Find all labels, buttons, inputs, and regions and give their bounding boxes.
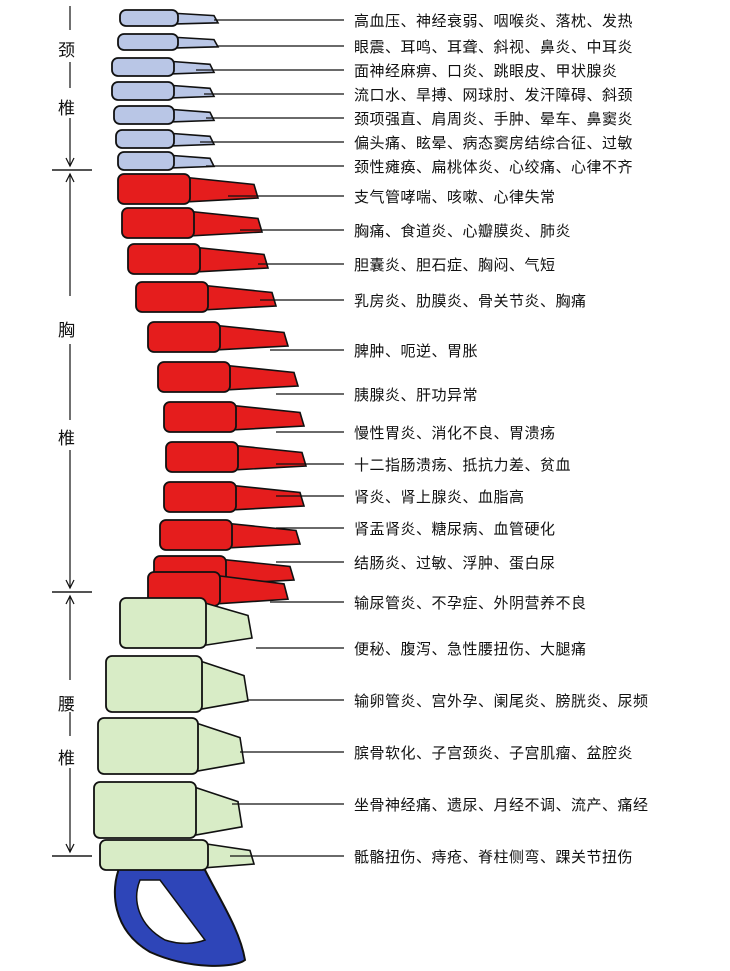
thoracic-vertebra	[117, 173, 191, 205]
lumbar-vertebra	[93, 781, 197, 839]
cervical-vertebra	[117, 33, 179, 51]
thoracic-vertebra	[163, 401, 237, 433]
thoracic-vertebra	[163, 481, 237, 513]
condition-text: 膑骨软化、子宫颈炎、子宫肌瘤、盆腔炎	[354, 744, 634, 762]
thoracic-vertebra-process	[227, 484, 306, 511]
condition-text: 肾盂肾炎、糖尿病、血管硬化	[354, 520, 556, 538]
cervical-label-1: 颈	[58, 41, 75, 61]
thoracic-label-2: 椎	[58, 429, 75, 449]
condition-text: 输卵管炎、宫外孕、阑尾炎、膀胱炎、尿频	[354, 692, 649, 710]
thoracic-label-1: 胸	[58, 321, 75, 341]
bracket-arrow	[65, 594, 75, 605]
lumbar-vertebra	[119, 597, 207, 649]
condition-text: 支气管哮喘、咳嗽、心律失常	[354, 188, 556, 206]
bracket-arrow	[65, 579, 75, 590]
lumbar-vertebra	[99, 839, 209, 871]
thoracic-vertebra-process	[199, 284, 278, 311]
condition-text: 输尿管炎、不孕症、外阴营养不良	[354, 594, 587, 612]
condition-text: 流口水、旱搏、网球肘、发汗障碍、斜颈	[354, 86, 634, 104]
thoracic-vertebra	[157, 361, 231, 393]
thoracic-vertebra	[135, 281, 209, 313]
cervical-vertebra	[119, 9, 179, 27]
condition-text: 颈性瘫痪、扁桃体炎、心绞痛、心律不齐	[354, 158, 634, 176]
vertebrae	[93, 9, 308, 967]
thoracic-vertebra-process	[181, 176, 260, 203]
condition-text: 骶骼扭伤、痔疮、脊柱侧弯、踝关节扭伤	[354, 848, 634, 866]
lumbar-vertebra	[105, 655, 203, 713]
lumbar-vertebra	[97, 717, 199, 775]
bracket-arrow	[65, 172, 75, 183]
cervical-vertebra	[117, 151, 175, 171]
thoracic-vertebra	[127, 243, 201, 275]
thoracic-vertebra	[159, 519, 233, 551]
thoracic-vertebra	[121, 207, 195, 239]
thoracic-vertebra-process	[221, 364, 300, 391]
thoracic-vertebra	[165, 441, 239, 473]
thoracic-vertebra-process	[229, 444, 308, 471]
thoracic-vertebra-process	[211, 324, 290, 351]
condition-text: 便秘、腹泻、急性腰扭伤、大腿痛	[354, 640, 587, 658]
condition-text: 结肠炎、过敏、浮肿、蛋白尿	[354, 554, 556, 572]
cervical-vertebra	[111, 57, 175, 77]
condition-text: 胆囊炎、胆石症、胸闷、气短	[354, 256, 556, 274]
leader-lines	[196, 19, 344, 857]
cervical-label-2: 椎	[58, 99, 75, 119]
thoracic-vertebra	[147, 321, 221, 353]
region-brackets	[52, 6, 92, 857]
thoracic-vertebra-process	[223, 522, 302, 549]
condition-text: 慢性胃炎、消化不良、胃溃疡	[354, 424, 556, 442]
cervical-vertebra	[115, 129, 175, 149]
condition-text: 乳房炎、肋膜炎、骨关节炎、胸痛	[354, 292, 587, 310]
condition-text: 偏头痛、眩晕、病态窦房结综合征、过敏	[354, 134, 634, 152]
lumbar-label-2: 椎	[58, 749, 75, 769]
condition-text: 肾炎、肾上腺炎、血脂高	[354, 488, 525, 506]
lumbar-label-1: 腰	[58, 695, 75, 715]
condition-text: 十二指肠溃疡、抵抗力差、贫血	[354, 456, 572, 474]
bracket-arrow	[65, 157, 75, 168]
thoracic-vertebra-process	[227, 404, 306, 431]
cervical-vertebra	[113, 105, 175, 125]
sacrum-gap	[136, 879, 207, 945]
thoracic-vertebra-process	[191, 246, 270, 273]
condition-text: 胸痛、食道炎、心瓣膜炎、肺炎	[354, 222, 572, 240]
cervical-vertebra	[111, 81, 175, 101]
condition-text: 面神经麻痹、口炎、跳眼皮、甲状腺炎	[354, 62, 618, 80]
bracket-arrow	[65, 843, 75, 854]
condition-text: 胰腺炎、肝功异常	[354, 386, 479, 404]
condition-text: 眼震、耳鸣、耳聋、斜视、鼻炎、中耳炎	[354, 38, 634, 56]
condition-text: 颈项强直、肩周炎、手肿、晕车、鼻窦炎	[354, 110, 634, 128]
condition-text: 坐骨神经痛、遗尿、月经不调、流产、痛经	[354, 796, 649, 814]
thoracic-vertebra-process	[185, 210, 264, 237]
condition-text: 脾肿、呃逆、胃胀	[354, 342, 479, 360]
condition-text: 高血压、神经衰弱、咽喉炎、落枕、发热	[354, 12, 634, 30]
